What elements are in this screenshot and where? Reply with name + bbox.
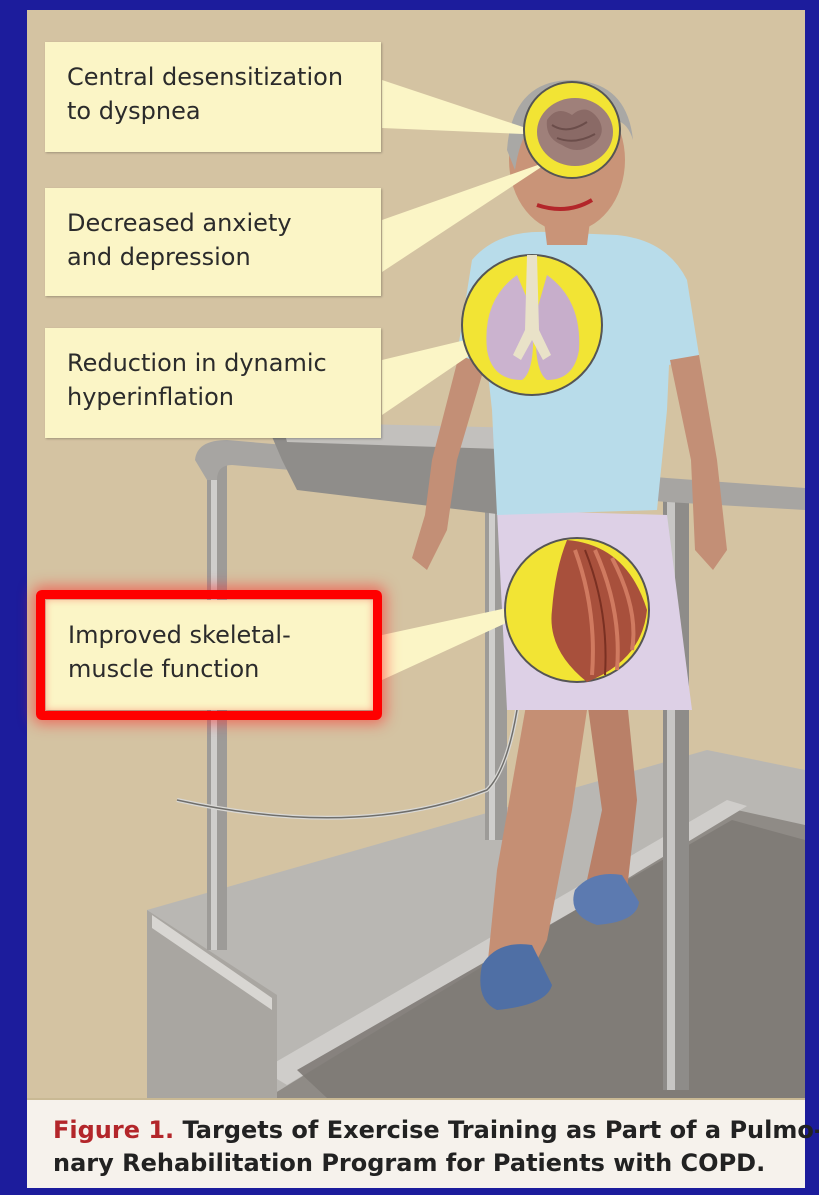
callout-dyspnea: Central desensitization to dyspnea: [45, 42, 381, 152]
callout-text-line: and depression: [67, 240, 367, 274]
callout-text-line: Reduction in dynamic: [67, 346, 367, 380]
callout-text-line: to dyspnea: [67, 94, 367, 128]
callout-hyperinflation: Reduction in dynamic hyperinflation: [45, 328, 381, 438]
illustration: [27, 10, 805, 1098]
red-highlight-box: [36, 590, 382, 720]
callout-text-line: Central desensitization: [67, 60, 367, 94]
caption-text: Targets of Exercise Training as Part of …: [174, 1116, 819, 1144]
muscle-inset: [505, 538, 649, 682]
callout-text-line: hyperinflation: [67, 380, 367, 414]
caption-line-2: nary Rehabilitation Program for Patients…: [53, 1147, 779, 1180]
brain-inset: [524, 82, 620, 178]
lung-inset: [462, 255, 602, 395]
treadmill-scene: [27, 10, 805, 1098]
callout-text-line: Decreased anxiety: [67, 206, 367, 240]
callout-anxiety: Decreased anxiety and depression: [45, 188, 381, 296]
caption-line-1: Figure 1. Targets of Exercise Training a…: [53, 1114, 779, 1147]
figure-caption: Figure 1. Targets of Exercise Training a…: [27, 1098, 805, 1188]
caption-label: Figure 1.: [53, 1116, 174, 1144]
